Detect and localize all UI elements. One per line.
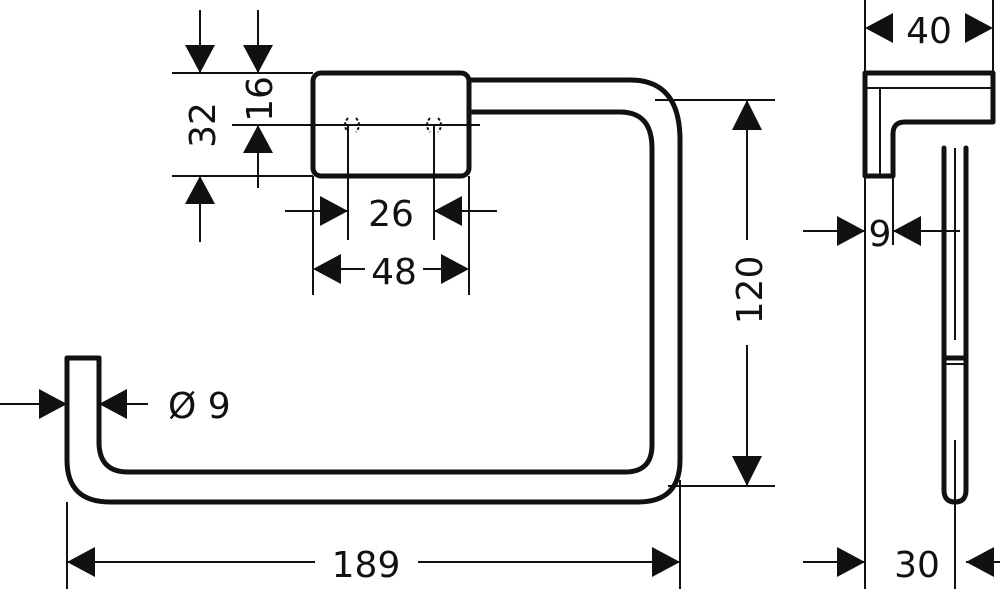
arrow-30-right xyxy=(966,547,994,577)
mount-screw-left xyxy=(344,117,360,133)
side-mount-profile xyxy=(862,70,996,179)
arrow-189-left xyxy=(67,547,95,577)
arrow-48-left xyxy=(313,254,341,284)
ring-tube-outer xyxy=(64,77,683,505)
label-side-depth: 40 xyxy=(906,11,952,52)
mount-screw-right xyxy=(426,117,442,133)
label-side-projection: 30 xyxy=(894,545,940,586)
arrow-16-bottom xyxy=(243,125,273,153)
label-mount-width: 48 xyxy=(371,252,417,293)
label-mount-inner: 26 xyxy=(368,194,414,235)
arrow-26-right xyxy=(434,196,462,226)
arrow-9-left xyxy=(837,216,865,246)
arrow-30-left xyxy=(837,547,865,577)
label-tube-diameter: Ø 9 xyxy=(168,386,231,427)
ring-tube-inner xyxy=(96,109,655,475)
arrow-120-top xyxy=(732,100,762,130)
label-total-width: 189 xyxy=(332,545,401,586)
arrow-26-left xyxy=(320,196,348,226)
label-side-thickness: 9 xyxy=(869,214,892,255)
label-mount-height: 32 xyxy=(183,102,224,148)
label-mount-half: 16 xyxy=(240,76,281,122)
arrow-40-left xyxy=(865,13,893,43)
arrow-32-bottom xyxy=(185,176,215,204)
arrow-dia-left xyxy=(39,389,67,419)
arrow-9-right xyxy=(893,216,921,246)
label-ring-height: 120 xyxy=(730,256,771,325)
arrow-32-top xyxy=(185,45,215,73)
arrow-189-right xyxy=(652,547,680,577)
arrow-dia-right xyxy=(99,389,127,419)
arrow-16-top xyxy=(243,45,273,73)
arrow-48-right xyxy=(441,254,469,284)
arrow-120-bottom xyxy=(732,456,762,486)
arrow-40-right xyxy=(965,13,993,43)
